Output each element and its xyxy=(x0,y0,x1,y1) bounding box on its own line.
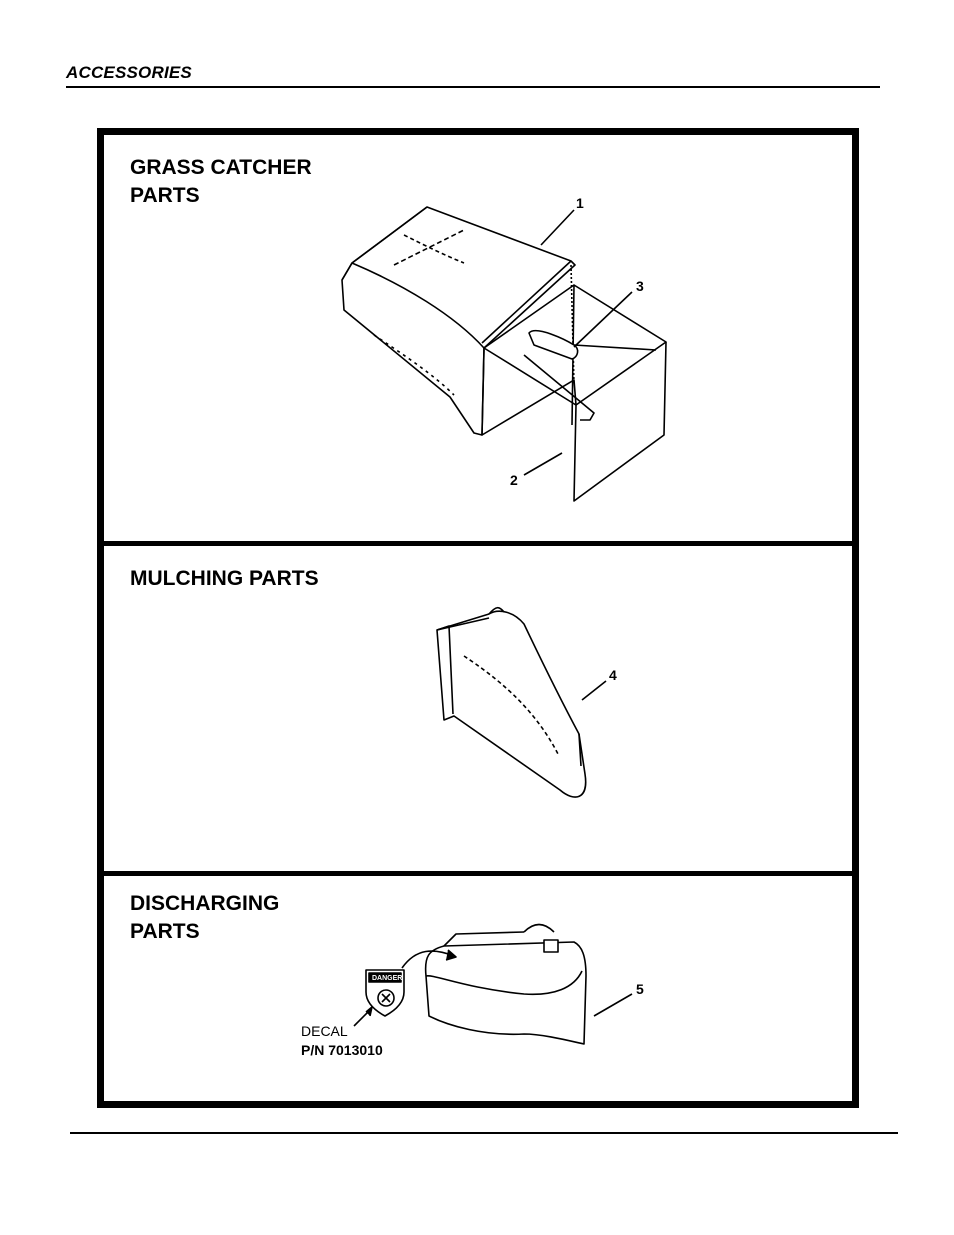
parts-frame: GRASS CATCHER PARTS xyxy=(97,128,859,1108)
panel-divider-2 xyxy=(104,871,852,876)
panel-mulching: MULCHING PARTS 4 xyxy=(104,546,852,871)
discharge-chute-illustration: DANGER 5 xyxy=(353,923,644,1045)
panel-title-grass-catcher: GRASS CATCHER PARTS xyxy=(130,156,312,207)
decal-label: DECAL xyxy=(301,1023,348,1039)
panel-divider-1 xyxy=(104,541,852,546)
callout-5: 5 xyxy=(636,981,644,997)
callout-2: 2 xyxy=(510,472,518,488)
decal-sign-text: DANGER xyxy=(372,975,402,982)
panel-title-mulching: MULCHING PARTS xyxy=(130,567,319,590)
callout-4: 4 xyxy=(609,667,617,683)
mulching-plug-illustration: 4 xyxy=(436,606,617,798)
callout-1: 1 xyxy=(576,195,584,211)
footer-rule xyxy=(70,1132,898,1134)
decal-part-number: P/N 7013010 xyxy=(301,1042,383,1058)
callout-3: 3 xyxy=(636,278,644,294)
panel-title-discharging: DISCHARGING PARTS xyxy=(130,892,280,943)
grass-catcher-illustration: 1 2 3 xyxy=(341,195,667,502)
section-header-title: ACCESSORIES xyxy=(66,63,192,82)
panel-grass-catcher: GRASS CATCHER PARTS xyxy=(104,135,852,541)
header-rule xyxy=(66,86,880,88)
panel-discharging: DISCHARGING PARTS xyxy=(104,876,852,1101)
